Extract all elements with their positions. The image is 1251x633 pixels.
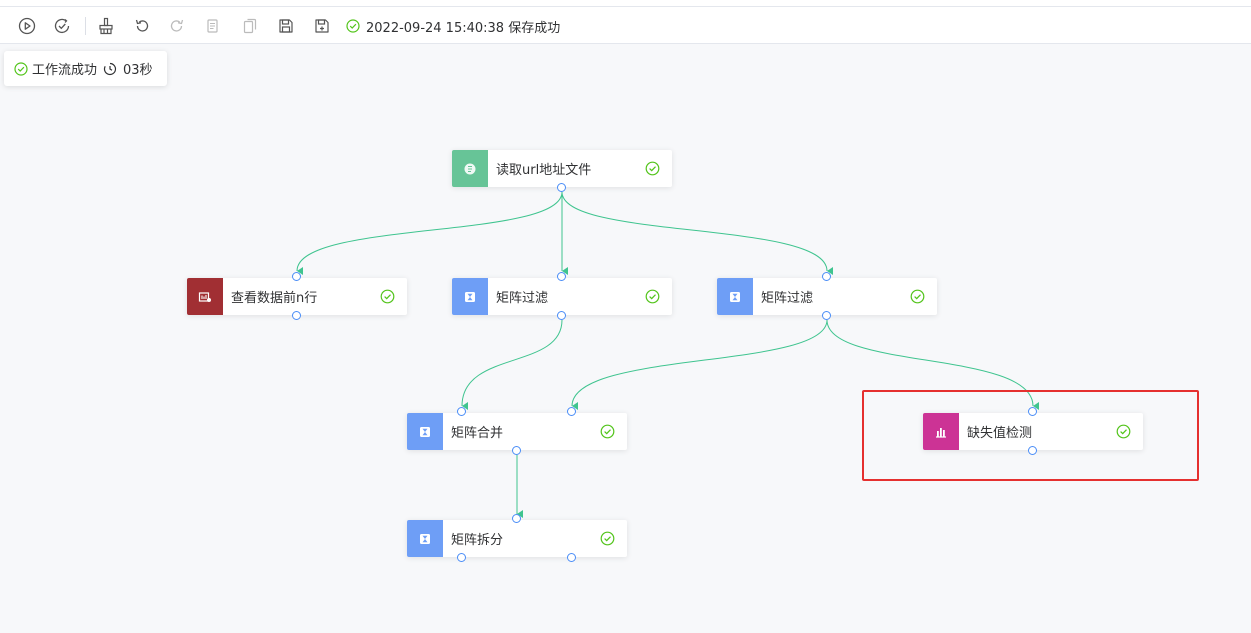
save-as-icon[interactable] xyxy=(311,15,333,37)
edge-filter2-to-missing xyxy=(826,319,1040,410)
hourglass-icon xyxy=(717,278,753,315)
output-port[interactable] xyxy=(292,311,301,320)
edge-filter2-to-merge xyxy=(571,319,828,411)
input-port[interactable] xyxy=(1028,407,1037,416)
check-circle-icon xyxy=(346,19,360,33)
output-port[interactable] xyxy=(557,183,566,192)
redo-icon[interactable] xyxy=(166,15,188,37)
node-label: 缺失值检测 xyxy=(967,426,1033,441)
success-check-icon xyxy=(380,289,395,304)
output-port[interactable] xyxy=(557,311,566,320)
copy-icon[interactable] xyxy=(202,15,224,37)
edge-filter1-to-merge xyxy=(461,319,563,411)
input-port[interactable] xyxy=(557,272,566,281)
node-label: 矩阵过滤 xyxy=(496,291,549,306)
save-status: 2022-09-24 15:40:38 保存成功 xyxy=(346,15,560,37)
success-check-icon xyxy=(645,161,660,176)
file-icon xyxy=(452,150,488,187)
timer-icon xyxy=(103,62,117,75)
table-view-icon xyxy=(187,278,223,315)
node-label: 矩阵合并 xyxy=(451,426,504,441)
node-label: 查看数据前n行 xyxy=(231,291,318,306)
save-status-text: 2022-09-24 15:40:38 保存成功 xyxy=(366,20,561,36)
node-read-url-file[interactable]: 读取url地址文件 xyxy=(452,150,672,187)
node-matrix-split[interactable]: 矩阵拆分 xyxy=(407,520,627,557)
run-status-label: 工作流成功 xyxy=(32,63,98,78)
input-port[interactable] xyxy=(292,272,301,281)
output-port[interactable] xyxy=(512,446,521,455)
clear-icon[interactable] xyxy=(95,15,117,37)
output-port[interactable] xyxy=(567,553,576,562)
node-matrix-filter-2[interactable]: 矩阵过滤 xyxy=(717,278,937,315)
edge-read-to-filter2 xyxy=(561,191,834,275)
toolbar: 2022-09-24 15:40:38 保存成功 xyxy=(0,7,1251,44)
node-missing-value-detection[interactable]: 缺失值检测 xyxy=(923,413,1143,450)
check-circle-icon xyxy=(14,61,28,76)
run-icon[interactable] xyxy=(16,15,38,37)
node-label: 矩阵拆分 xyxy=(451,533,504,548)
node-view-top-rows[interactable]: 查看数据前n行 xyxy=(187,278,407,315)
input-port[interactable] xyxy=(512,514,521,523)
success-check-icon xyxy=(600,424,615,439)
run-duration: 03秒 xyxy=(123,63,153,78)
node-matrix-merge[interactable]: 矩阵合并 xyxy=(407,413,627,450)
output-port[interactable] xyxy=(1028,446,1037,455)
hourglass-icon xyxy=(407,520,443,557)
paste-icon[interactable] xyxy=(239,15,261,37)
node-matrix-filter-1[interactable]: 矩阵过滤 xyxy=(452,278,672,315)
success-check-icon xyxy=(645,289,660,304)
output-port[interactable] xyxy=(822,311,831,320)
output-port[interactable] xyxy=(457,553,466,562)
toolbar-divider xyxy=(85,17,86,35)
node-label: 读取url地址文件 xyxy=(496,163,592,178)
undo-icon[interactable] xyxy=(131,15,153,37)
edge-read-to-view xyxy=(296,191,563,276)
input-port[interactable] xyxy=(457,407,466,416)
input-port[interactable] xyxy=(822,272,831,281)
save-icon[interactable] xyxy=(275,15,297,37)
success-check-icon xyxy=(1116,424,1131,439)
success-check-icon xyxy=(910,289,925,304)
workflow-run-status: 工作流成功 03秒 xyxy=(4,51,167,86)
hourglass-icon xyxy=(407,413,443,450)
bar-chart-icon xyxy=(923,413,959,450)
hourglass-icon xyxy=(452,278,488,315)
success-check-icon xyxy=(600,531,615,546)
run-check-icon[interactable] xyxy=(51,15,73,37)
input-port[interactable] xyxy=(567,407,576,416)
node-label: 矩阵过滤 xyxy=(761,291,814,306)
window-top-strip xyxy=(0,0,1251,7)
